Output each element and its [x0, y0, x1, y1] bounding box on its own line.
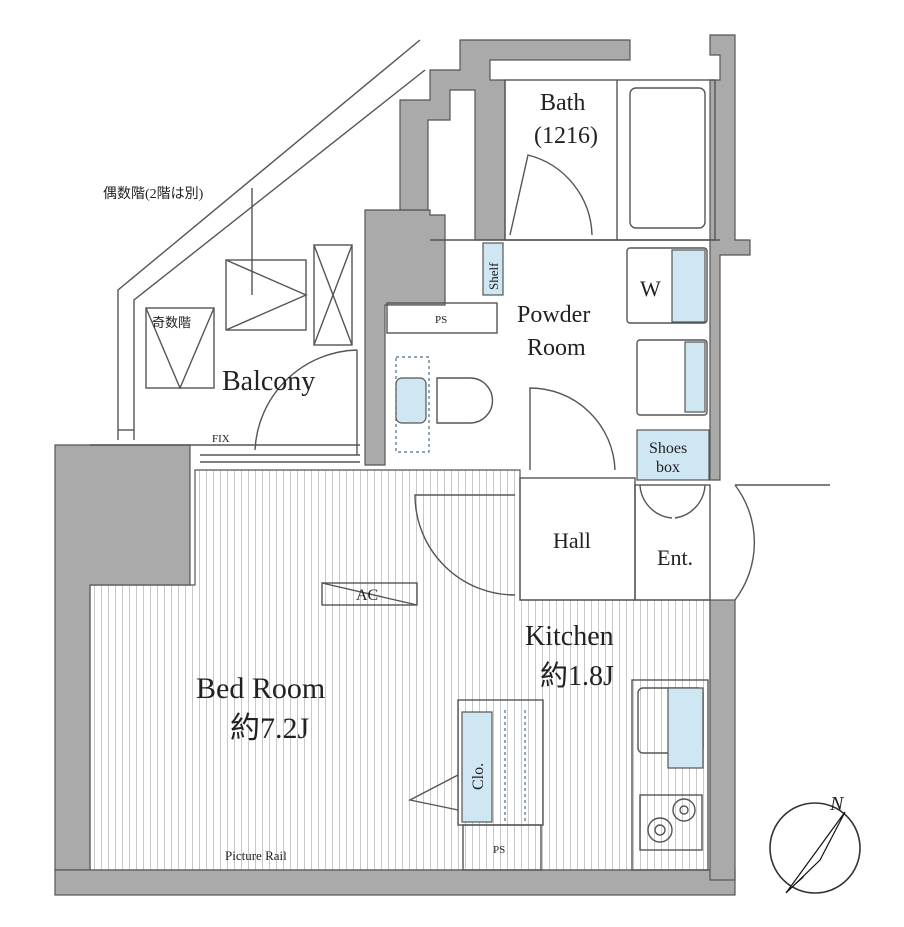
bath-size: (1216)	[534, 123, 598, 149]
shoes-box-doors	[639, 484, 706, 519]
powder-room-label-2: Room	[527, 335, 586, 361]
odd-floors-note: 奇数階	[152, 315, 191, 330]
kitchen-size: 約1.8J	[540, 660, 614, 692]
bath-label: Bath	[540, 90, 585, 116]
wall-top-right	[709, 34, 751, 481]
entrance	[634, 484, 711, 601]
powder-room-label-1: Powder	[517, 302, 590, 328]
balcony-label: Balcony	[222, 366, 315, 397]
bath-door	[509, 154, 593, 236]
even-floors-note: 偶数階(2階は別)	[103, 186, 204, 202]
shoes-box-label-1: Shoes	[649, 440, 687, 457]
entrance-door	[734, 484, 830, 601]
shoes-box-label-2: box	[656, 459, 680, 476]
closet-label: Clo.	[470, 763, 487, 790]
shelf	[482, 242, 504, 296]
bedroom-size: 約7.2J	[230, 712, 309, 745]
bath-room	[504, 79, 716, 241]
fix-label: FIX	[212, 433, 230, 445]
kitchen-counter	[631, 679, 709, 871]
ps-top	[386, 302, 498, 334]
hatch-odd-floors	[145, 307, 215, 390]
bedroom-label: Bed Room	[196, 672, 325, 705]
hall-label: Hall	[553, 528, 591, 553]
ps-bottom-label: PS	[493, 844, 505, 856]
north-arrow-icon: N	[769, 793, 861, 894]
shoes-box	[636, 429, 710, 481]
ps-top-label: PS	[435, 314, 447, 326]
bathtub	[629, 87, 706, 229]
wall-top	[399, 39, 631, 241]
picture-rail-label: Picture Rail	[225, 848, 287, 863]
vanity	[636, 339, 708, 416]
sink	[395, 377, 427, 424]
kitchen-label: Kitchen	[525, 621, 614, 652]
wall-center	[364, 209, 446, 466]
hatch-extra	[313, 244, 353, 346]
powder-door	[529, 387, 616, 471]
toilet	[436, 377, 494, 424]
stove-icon	[639, 794, 703, 851]
balcony-outline	[90, 39, 426, 463]
ps-bottom	[462, 824, 542, 871]
hall-door	[414, 494, 516, 596]
toilet-area	[395, 356, 430, 453]
washer	[626, 247, 708, 324]
wall-bottom	[54, 869, 736, 896]
ac-unit[interactable]	[321, 582, 418, 606]
shelf-label: Shelf	[486, 262, 501, 290]
hatch-even-floors	[225, 188, 308, 331]
wall-right	[709, 599, 736, 881]
washer-label: W	[640, 276, 661, 301]
north-label: N	[829, 793, 845, 815]
entrance-label: Ent.	[657, 545, 693, 570]
ac-label: AC	[356, 587, 378, 604]
